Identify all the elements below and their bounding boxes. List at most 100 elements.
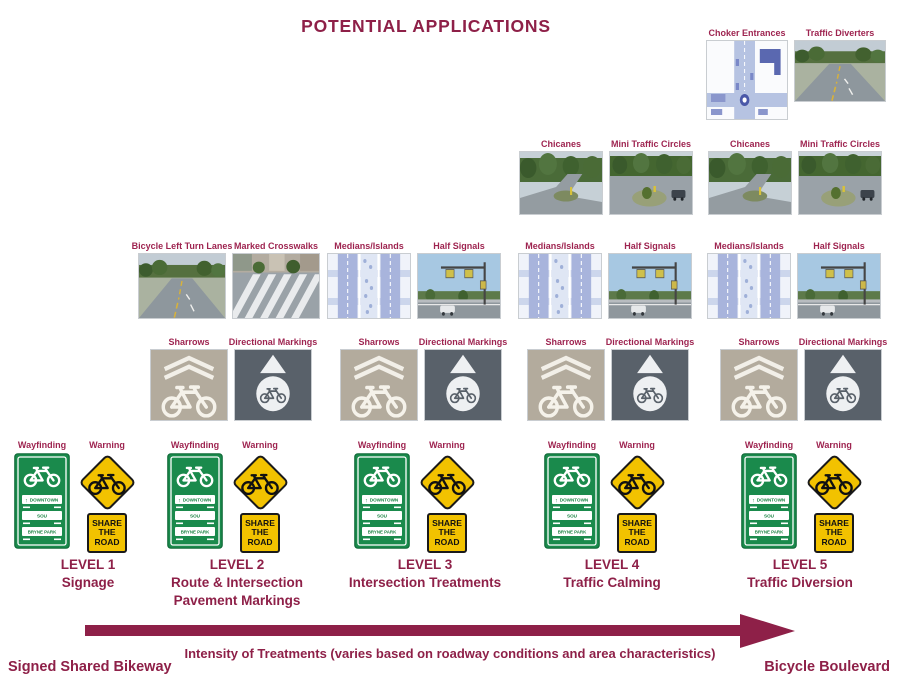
share-the-road-sign: SHARE THE ROAD bbox=[87, 513, 127, 553]
warning-col: Warning SHARE THE ROAD bbox=[78, 440, 136, 553]
warning-label: Warning bbox=[89, 440, 125, 450]
wayfinding-sign: ↑ DOWNTOWN SOU BRYNE PARK bbox=[544, 453, 600, 549]
half-signals-label: Half Signals bbox=[813, 241, 865, 251]
half-signals-cell: Half Signals bbox=[797, 241, 881, 319]
half-signals-image bbox=[608, 253, 692, 319]
share-line: SHARE bbox=[432, 518, 462, 529]
choker-entrances-label: Choker Entrances bbox=[708, 28, 786, 38]
half-signals-image bbox=[797, 253, 881, 319]
mini-circles-cell: Mini Traffic Circles bbox=[609, 139, 693, 215]
share-line: THE bbox=[98, 527, 116, 538]
directional-cell: Directional Markings bbox=[799, 337, 887, 421]
svg-text:SOU: SOU bbox=[764, 514, 775, 519]
row-sharrows-l4: Sharrows Directional Markings bbox=[527, 337, 694, 421]
chicanes-image bbox=[708, 151, 792, 215]
signs-group-l5: Wayfinding ↑ DOWNTOWN SOU BRYNE PARK War… bbox=[741, 440, 863, 553]
directional-markings-label: Directional Markings bbox=[605, 337, 695, 347]
svg-text:DOWNTOWN: DOWNTOWN bbox=[30, 498, 59, 503]
wayfinding-sign: ↑ DOWNTOWN SOU BRYNE PARK bbox=[167, 453, 223, 549]
level-name: LEVEL 1 bbox=[60, 557, 116, 572]
marked-crosswalks-label: Marked Crosswalks bbox=[233, 241, 319, 251]
left-turn-cell: Bicycle Left Turn Lanes bbox=[132, 241, 232, 319]
directional-cell: Directional Markings bbox=[606, 337, 694, 421]
mini-traffic-circles-image bbox=[609, 151, 693, 215]
mini-circles-cell: Mini Traffic Circles bbox=[798, 139, 882, 215]
sharrows-image bbox=[150, 349, 228, 421]
share-line: ROAD bbox=[624, 536, 650, 547]
chicanes-image bbox=[519, 151, 603, 215]
svg-text:↑: ↑ bbox=[178, 498, 181, 504]
share-line: ROAD bbox=[434, 536, 460, 547]
svg-text:DOWNTOWN: DOWNTOWN bbox=[183, 498, 212, 503]
share-the-road-sign: SHARE THE ROAD bbox=[617, 513, 657, 553]
share-line: THE bbox=[251, 527, 269, 538]
level-2-label: LEVEL 2 Route & Intersection Pavement Ma… bbox=[147, 556, 327, 611]
bike-icon bbox=[88, 473, 126, 495]
directional-markings-image bbox=[424, 349, 502, 421]
share-line: ROAD bbox=[94, 536, 120, 547]
warning-col: Warning SHARE THE ROAD bbox=[231, 440, 289, 553]
directional-markings-image bbox=[804, 349, 882, 421]
share-line: ROAD bbox=[821, 536, 847, 547]
svg-text:SOU: SOU bbox=[190, 514, 201, 519]
medians-islands-label: Medians/Islands bbox=[334, 241, 404, 251]
sharrows-cell: Sharrows bbox=[527, 337, 605, 421]
medians-cell: Medians/Islands bbox=[518, 241, 602, 319]
svg-text:SOU: SOU bbox=[567, 514, 578, 519]
sharrows-image bbox=[527, 349, 605, 421]
svg-text:BRYNE PARK: BRYNE PARK bbox=[28, 530, 57, 535]
share-line: THE bbox=[825, 527, 843, 538]
share-line: ROAD bbox=[247, 536, 273, 547]
medians-islands-image bbox=[707, 253, 791, 319]
sharrows-cell: Sharrows bbox=[720, 337, 798, 421]
bike-icon bbox=[241, 473, 279, 495]
share-line: SHARE bbox=[622, 518, 652, 529]
directional-markings-label: Directional Markings bbox=[228, 337, 318, 347]
wayfinding-sign: ↑ DOWNTOWN SOU BRYNE PARK bbox=[14, 453, 70, 549]
svg-text:BRYNE PARK: BRYNE PARK bbox=[558, 530, 587, 535]
share-line: THE bbox=[438, 527, 456, 538]
medians-cell: Medians/Islands bbox=[327, 241, 411, 319]
half-signals-image bbox=[417, 253, 501, 319]
level-5-label: LEVEL 5 Traffic Diversion bbox=[710, 556, 890, 592]
chicanes-label: Chicanes bbox=[540, 139, 582, 149]
wayfinding-label: Wayfinding bbox=[547, 440, 597, 450]
level-4-label: LEVEL 4 Traffic Calming bbox=[522, 556, 702, 592]
signs-group-l3: Wayfinding ↑ DOWNTOWN SOU BRYNE PARK War… bbox=[354, 440, 476, 553]
bike-warning-sign bbox=[805, 453, 863, 511]
row-medians-halfsignals-l4: Medians/Islands Half Signals bbox=[518, 241, 692, 319]
wayfinding-sign: ↑ DOWNTOWN SOU BRYNE PARK bbox=[354, 453, 410, 549]
wayfinding-col: Wayfinding ↑ DOWNTOWN SOU BRYNE PARK bbox=[544, 440, 600, 549]
sharrows-label: Sharrows bbox=[545, 337, 587, 347]
sharrows-cell: Sharrows bbox=[150, 337, 228, 421]
row-medians-halfsignals-l5: Medians/Islands Half Signals bbox=[707, 241, 881, 319]
medians-islands-image bbox=[327, 253, 411, 319]
wayfinding-label: Wayfinding bbox=[357, 440, 407, 450]
svg-text:BRYNE PARK: BRYNE PARK bbox=[755, 530, 784, 535]
share-line: SHARE bbox=[245, 518, 275, 529]
svg-text:DOWNTOWN: DOWNTOWN bbox=[370, 498, 399, 503]
choker-entrances-image bbox=[706, 40, 788, 120]
svg-text:↑: ↑ bbox=[365, 498, 368, 504]
mini-traffic-circles-label: Mini Traffic Circles bbox=[610, 139, 692, 149]
wayfinding-col: Wayfinding ↑ DOWNTOWN SOU BRYNE PARK bbox=[14, 440, 70, 549]
svg-text:DOWNTOWN: DOWNTOWN bbox=[757, 498, 786, 503]
sharrows-image bbox=[340, 349, 418, 421]
directional-markings-label: Directional Markings bbox=[418, 337, 508, 347]
intensity-arrow-shaft bbox=[85, 625, 742, 636]
warning-label: Warning bbox=[242, 440, 278, 450]
sharrows-label: Sharrows bbox=[738, 337, 780, 347]
page-title: POTENTIAL APPLICATIONS bbox=[301, 16, 551, 36]
medians-islands-label: Medians/Islands bbox=[525, 241, 595, 251]
intensity-caption: Intensity of Treatments (varies based on… bbox=[184, 646, 716, 661]
bicycle-left-turn-lanes-label: Bicycle Left Turn Lanes bbox=[131, 241, 233, 251]
row-medians-halfsignals-l3: Medians/Islands Half Signals bbox=[327, 241, 501, 319]
mini-traffic-circles-label: Mini Traffic Circles bbox=[799, 139, 881, 149]
directional-markings-image bbox=[611, 349, 689, 421]
svg-text:SOU: SOU bbox=[37, 514, 48, 519]
level-name: LEVEL 3 bbox=[397, 557, 453, 572]
half-signals-label: Half Signals bbox=[433, 241, 485, 251]
sharrows-label: Sharrows bbox=[168, 337, 210, 347]
bike-warning-sign bbox=[418, 453, 476, 511]
